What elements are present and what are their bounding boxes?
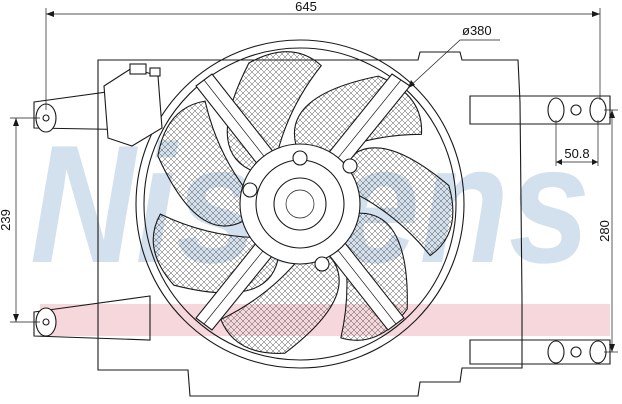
fan-blade: [220, 246, 340, 354]
fan-ring-outer: [135, 39, 465, 369]
dim-height-right: 280: [597, 220, 612, 242]
dim-overall-width: 645: [295, 0, 317, 14]
mounting-arms: [33, 85, 611, 365]
fan-ring-inner: [143, 47, 457, 361]
fan-blade: [157, 100, 254, 227]
fan-blades: [152, 51, 454, 354]
motor-hub: [239, 143, 361, 272]
dim-height-left: 239: [0, 209, 13, 231]
dim-mount-spacing: 50.8: [564, 146, 589, 161]
dimension-lines: [10, 8, 618, 353]
dim-fan-diameter: ø380: [462, 23, 492, 38]
fan-blade: [336, 147, 454, 257]
connector-box: [103, 63, 163, 147]
